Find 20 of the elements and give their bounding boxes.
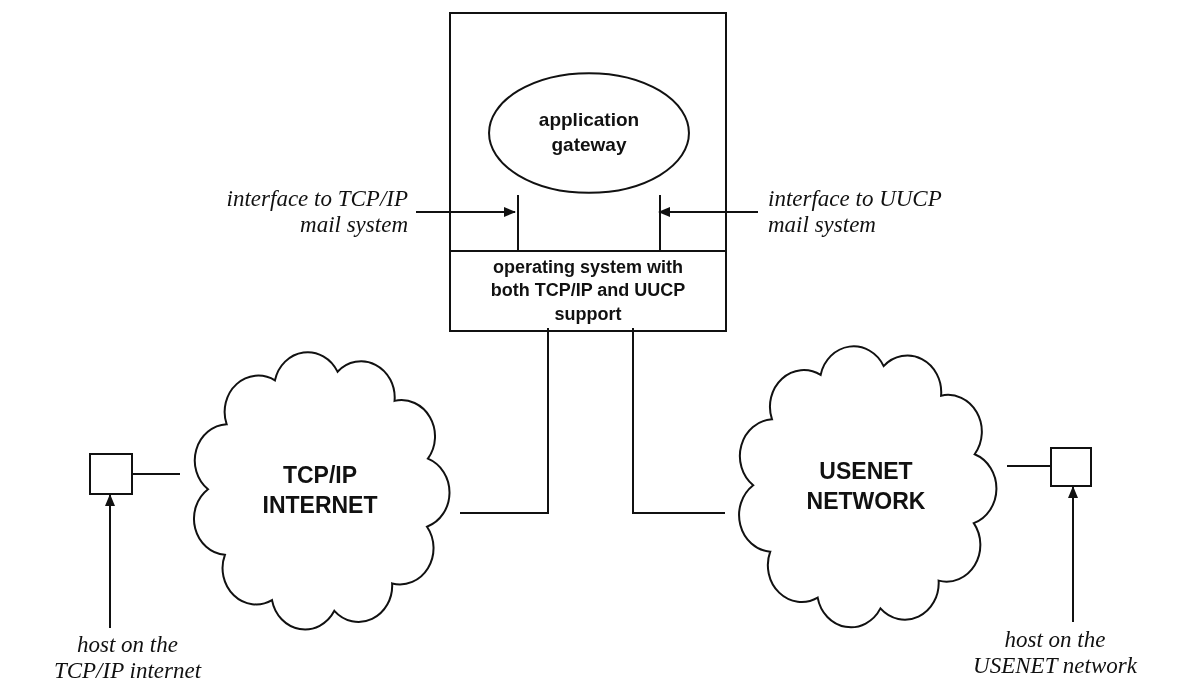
connection-line (632, 327, 726, 514)
gateway-machine-box (449, 12, 727, 332)
arrow (658, 207, 759, 217)
connection-line (1006, 465, 1051, 467)
node-label: TCP/IP INTERNET (261, 461, 379, 520)
node-label: USENET NETWORK (805, 457, 927, 516)
annotation-text: host on the TCP/IP internet (52, 631, 203, 685)
arrow (105, 494, 115, 629)
mail-interface-column (517, 195, 661, 250)
connection-line (459, 327, 549, 514)
node-label: operating system with both TCP/IP and UUCP support (489, 255, 687, 326)
connection-line (132, 473, 181, 475)
arrow (415, 207, 516, 217)
annotation-text: host on the USENET network (972, 626, 1138, 680)
annotation-text: interface to TCP/IP mail system (225, 185, 408, 239)
annotation-text: interface to UUCP mail system (768, 185, 943, 239)
node-label: application gateway (537, 108, 641, 157)
host-box (89, 453, 133, 495)
host-box (1050, 447, 1092, 487)
arrow (1068, 486, 1078, 623)
